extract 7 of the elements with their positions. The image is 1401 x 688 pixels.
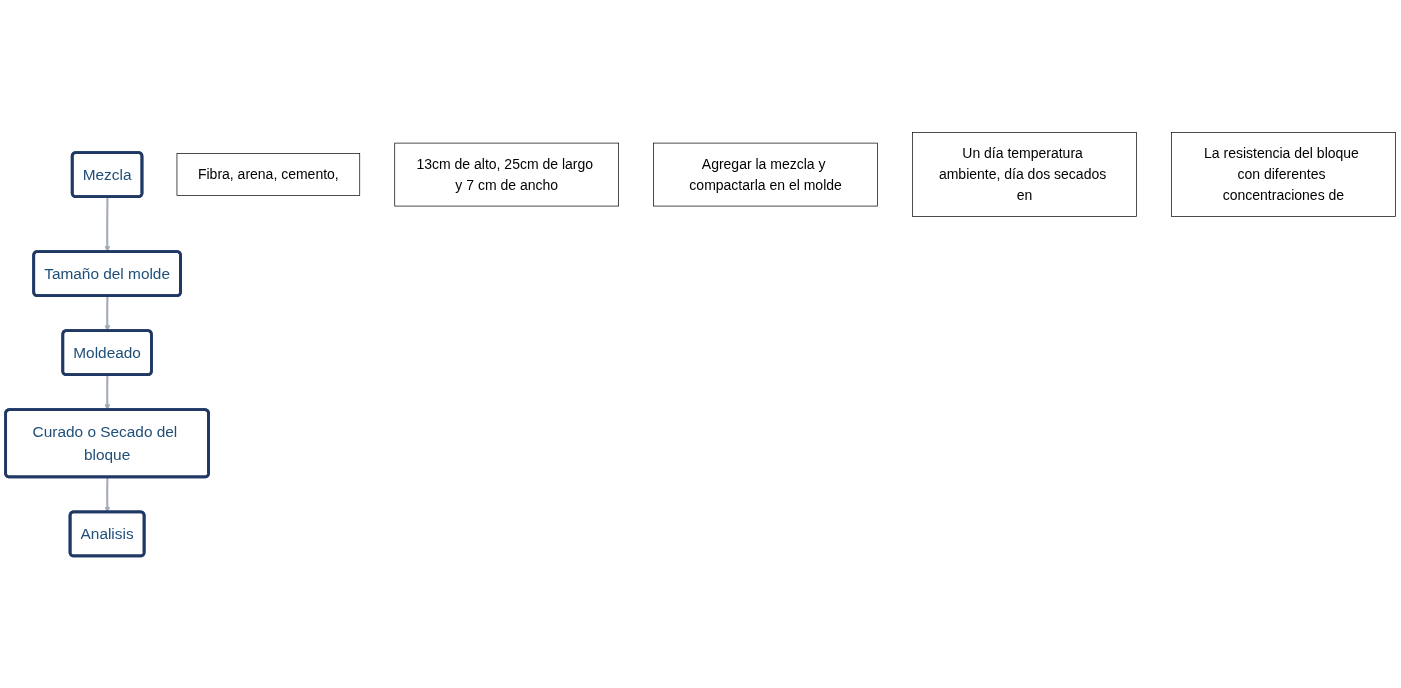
node-box: Fibra, arena, cemento, [176,152,361,196]
arrow [104,295,111,331]
node-box: Agregar la mezcla y compactarla en el molde [653,142,878,207]
node-box: 13cm de alto, 25cm de largo y 7 cm de ancho [394,142,619,207]
node-box: La resistencia del bloque con diferentes concentraciones de [1171,131,1396,217]
arrow [104,196,111,252]
node-box: Un día temperatura ambiente, día dos secados en [912,131,1137,217]
